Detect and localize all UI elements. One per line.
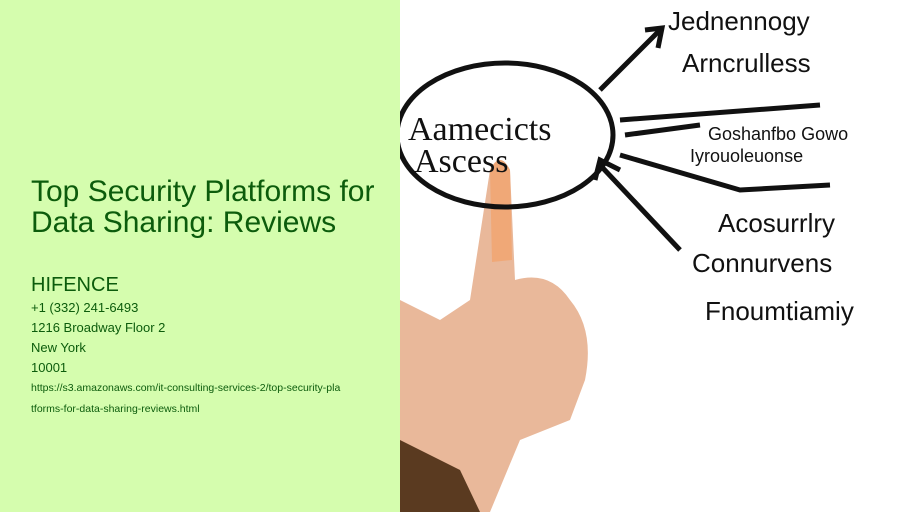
url-line-2[interactable]: tforms-for-data-sharing-reviews.html: [31, 403, 200, 415]
diagram-label: Goshanfbo Gowo: [708, 124, 848, 144]
diagram-label: Connurvens: [692, 248, 832, 278]
pointing-hand-icon: [400, 160, 588, 512]
url-line-1[interactable]: https://s3.amazonaws.com/it-consulting-s…: [31, 382, 341, 394]
info-panel: Top Security Platforms for Data Sharing:…: [0, 0, 400, 512]
page-title: Top Security Platforms for Data Sharing:…: [31, 175, 375, 239]
diagram-label: Iyrouoleuonse: [690, 146, 803, 166]
diagram-label: Fnoumtiamiy: [705, 296, 854, 326]
diagram-label: Acosurrlry: [718, 208, 835, 238]
company-name: HIFENCE: [31, 274, 119, 296]
diagram-label: Jednennogy: [668, 6, 810, 36]
address: 1216 Broadway Floor 2: [31, 320, 166, 335]
center-label-2: Ascess: [414, 143, 508, 180]
center-label-1: Aamecicts: [408, 111, 552, 148]
diagram-label: Arncrulless: [682, 48, 811, 78]
phone: +1 (332) 241-6493: [31, 300, 139, 315]
center-ellipse: [400, 60, 616, 210]
hero-illustration: Aamecicts Ascess Jednennogy Arncrulless …: [400, 0, 912, 512]
city: New York: [31, 340, 86, 355]
zip: 10001: [31, 360, 68, 375]
arrows: [592, 25, 831, 252]
